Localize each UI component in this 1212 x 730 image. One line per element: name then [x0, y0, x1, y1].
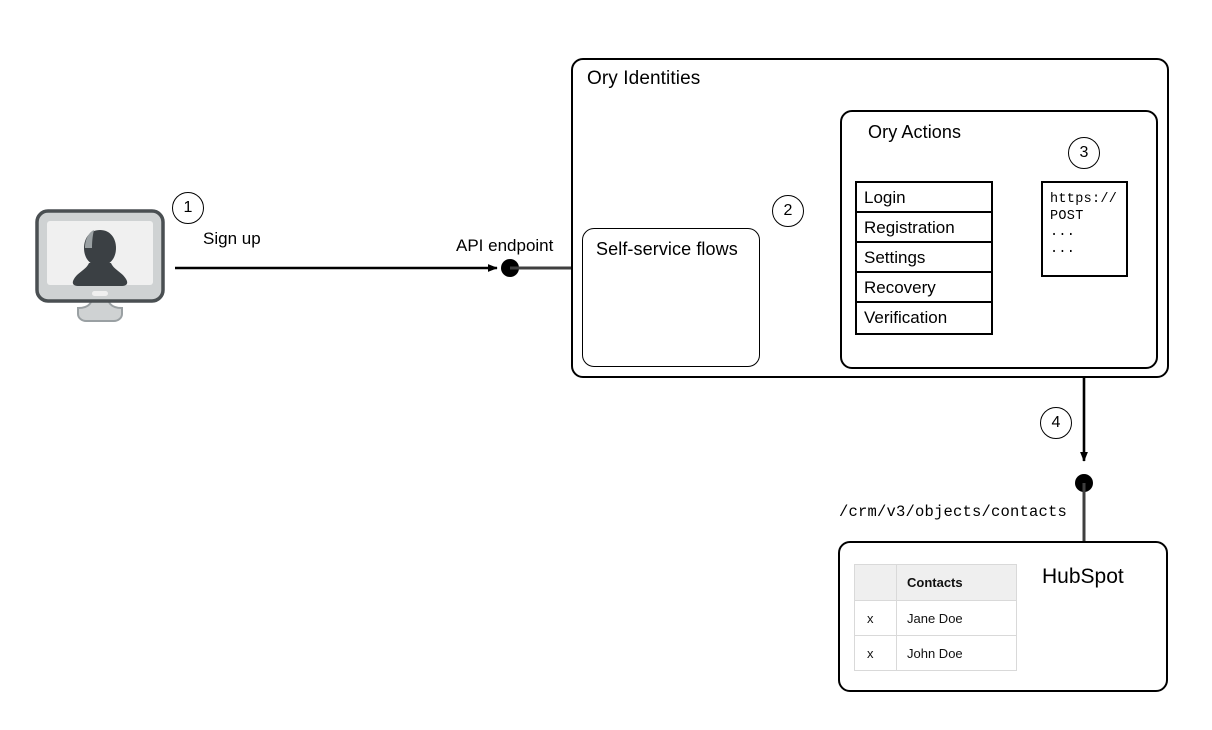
flow-list-item-login[interactable]: Login	[857, 183, 991, 213]
step-marker-4: 4	[1040, 407, 1072, 439]
step-marker-2: 2	[772, 195, 804, 227]
contacts-row-0-select[interactable]: x	[854, 600, 897, 636]
step-marker-3: 3	[1068, 137, 1100, 169]
api-endpoint-dot	[501, 259, 519, 277]
webhook-request-box: https:// POST ... ...	[1041, 181, 1128, 277]
webhook-line-ellipsis-1: ...	[1050, 225, 1076, 240]
api-endpoint-label: API endpoint	[456, 236, 554, 255]
step-marker-4-number: 4	[1051, 414, 1061, 431]
webhook-line-method: POST	[1050, 208, 1084, 224]
flow-list-item-registration[interactable]: Registration	[857, 213, 991, 243]
contacts-row-0-name: Jane Doe	[896, 600, 1017, 636]
self-service-flows-title: Self-service flows	[596, 239, 738, 259]
hubspot-endpoint-dot	[1075, 474, 1093, 492]
flow-list-item-verification[interactable]: Verification	[864, 308, 948, 327]
ory-actions-title: Ory Actions	[868, 122, 962, 142]
step-marker-1: 1	[172, 192, 204, 224]
step-marker-1-number: 1	[183, 199, 193, 216]
client-monitor-icon	[34, 208, 166, 326]
ory-actions-flow-list: Login Registration Settings Recovery Ver…	[855, 181, 993, 335]
webhook-line-url: https://	[1050, 192, 1118, 207]
table-row[interactable]: x John Doe	[854, 635, 1017, 671]
contacts-row-1-select[interactable]: x	[854, 635, 897, 671]
step-marker-3-number: 3	[1079, 144, 1089, 161]
self-service-flows-box	[582, 228, 760, 367]
webhook-line-ellipsis-2: ...	[1050, 241, 1076, 257]
contacts-table-header-contacts: Contacts	[896, 564, 1017, 601]
contacts-row-1-name: John Doe	[896, 635, 1017, 671]
contacts-table: Contacts x Jane Doe x John Doe	[854, 564, 1017, 671]
ory-identities-title: Ory Identities	[587, 68, 701, 89]
contacts-table-header-row: Contacts	[854, 564, 1017, 601]
hubspot-endpoint-path: /crm/v3/objects/contacts	[839, 503, 1068, 521]
step-marker-2-number: 2	[783, 202, 793, 219]
flow-list-item-recovery[interactable]: Recovery	[857, 273, 991, 303]
signup-label: Sign up	[203, 229, 261, 248]
contacts-table-header-select	[854, 564, 897, 601]
hubspot-title: HubSpot	[1042, 565, 1124, 588]
table-row[interactable]: x Jane Doe	[854, 600, 1017, 636]
flow-list-item-settings[interactable]: Settings	[857, 243, 991, 273]
